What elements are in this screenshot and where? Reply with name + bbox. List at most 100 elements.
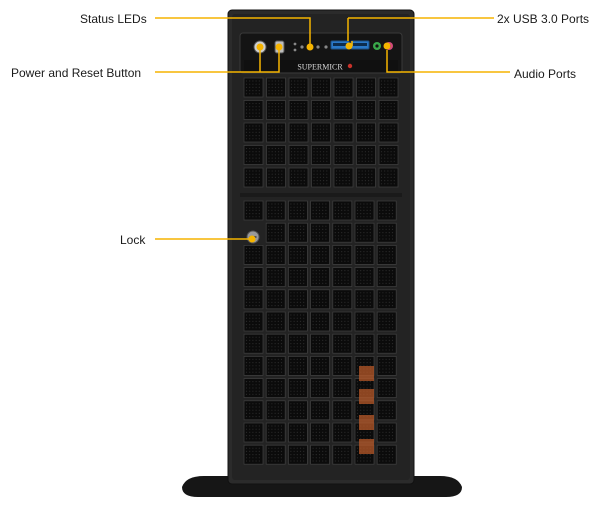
vent-cell — [243, 100, 264, 120]
vent-cell — [376, 289, 397, 310]
vent-cell — [243, 244, 264, 265]
vent-cell — [266, 77, 286, 98]
vent-cell — [376, 222, 397, 243]
vent-cell — [332, 289, 353, 310]
vent-cell — [333, 122, 354, 143]
vent-cell — [354, 200, 375, 221]
vent-cell — [332, 400, 353, 421]
vent-cell — [310, 333, 331, 354]
vent-cell — [376, 378, 397, 399]
vent-cell — [356, 145, 376, 165]
vent-cell — [310, 200, 331, 221]
vent-cell — [332, 378, 353, 399]
vent-cell — [243, 289, 264, 310]
vent-cell — [265, 244, 286, 265]
vent-cell — [287, 400, 308, 421]
vent-cell — [265, 378, 286, 399]
vent-cell — [287, 444, 308, 465]
vent-cell — [376, 444, 397, 465]
vent-cell — [287, 333, 308, 354]
drive-indicator — [359, 439, 374, 454]
vent-cell — [333, 77, 354, 98]
vent-cell — [243, 311, 264, 332]
vent-cell — [376, 267, 397, 288]
vent-cell — [376, 200, 397, 221]
vent-cell — [243, 145, 264, 165]
vent-cell — [378, 145, 399, 165]
vent-cell — [311, 122, 331, 143]
vent-cell — [265, 400, 286, 421]
vent-cell — [376, 355, 397, 376]
vent-cell — [310, 355, 331, 376]
vent-cell — [265, 200, 286, 221]
vent-cell — [332, 355, 353, 376]
brand-logo: SUPERMICR — [297, 63, 343, 72]
callout-lock: Lock — [120, 233, 146, 247]
vent-cell — [354, 244, 375, 265]
vent-cell — [266, 145, 286, 165]
vent-cell — [243, 77, 264, 98]
vent-cell — [265, 267, 286, 288]
vent-cell — [266, 122, 286, 143]
vent-cell — [378, 77, 399, 98]
vent-cell — [311, 167, 331, 188]
vent-cell — [332, 422, 353, 443]
vent-cell — [376, 333, 397, 354]
vent-cell — [310, 378, 331, 399]
vent-cell — [243, 122, 264, 143]
callout-status-leds: Status LEDs — [80, 12, 147, 26]
vent-cell — [265, 444, 286, 465]
vent-cell — [243, 200, 264, 221]
vent-cell — [311, 145, 331, 165]
vent-cell — [310, 244, 331, 265]
vent-cell — [310, 444, 331, 465]
vent-cell — [288, 122, 309, 143]
vent-cell — [243, 267, 264, 288]
vent-cell — [356, 100, 376, 120]
vent-cell — [287, 222, 308, 243]
vent-cell — [243, 444, 264, 465]
callout-power-reset: Power and Reset Button — [11, 66, 142, 80]
vent-cell — [265, 222, 286, 243]
vent-cell — [288, 167, 309, 188]
callout-usb: 2x USB 3.0 Ports — [497, 12, 590, 26]
vent-cell — [356, 122, 376, 143]
vent-cell — [333, 145, 354, 165]
vent-cell — [354, 333, 375, 354]
vent-cell — [354, 222, 375, 243]
vent-cell — [376, 400, 397, 421]
vent-cell — [243, 422, 264, 443]
vent-cell — [356, 77, 376, 98]
vent-cell — [265, 355, 286, 376]
vent-cell — [356, 167, 376, 188]
vent-cell — [333, 167, 354, 188]
vent-cell — [332, 222, 353, 243]
drive-indicator — [359, 389, 374, 404]
vent-cell — [354, 267, 375, 288]
vent-cell — [266, 100, 286, 120]
vent-cell — [378, 100, 399, 120]
vent-cell — [378, 122, 399, 143]
vent-cell — [287, 267, 308, 288]
vent-cell — [265, 422, 286, 443]
vent-cell — [332, 333, 353, 354]
vent-cell — [287, 378, 308, 399]
vent-cell — [265, 333, 286, 354]
callout-audio: Audio Ports — [514, 67, 577, 81]
vent-cell — [265, 289, 286, 310]
vent-cell — [354, 289, 375, 310]
vent-cell — [243, 400, 264, 421]
usb-port-pair[interactable] — [330, 40, 370, 50]
vent-cell — [310, 267, 331, 288]
drive-indicator — [359, 366, 374, 381]
vent-cell — [243, 378, 264, 399]
vent-cell — [310, 311, 331, 332]
vent-cell — [376, 244, 397, 265]
vent-cell — [243, 333, 264, 354]
vent-cell — [266, 167, 286, 188]
vent-cell — [332, 200, 353, 221]
vent-cell — [287, 244, 308, 265]
callout-dots — [248, 42, 391, 243]
vent-cell — [243, 355, 264, 376]
